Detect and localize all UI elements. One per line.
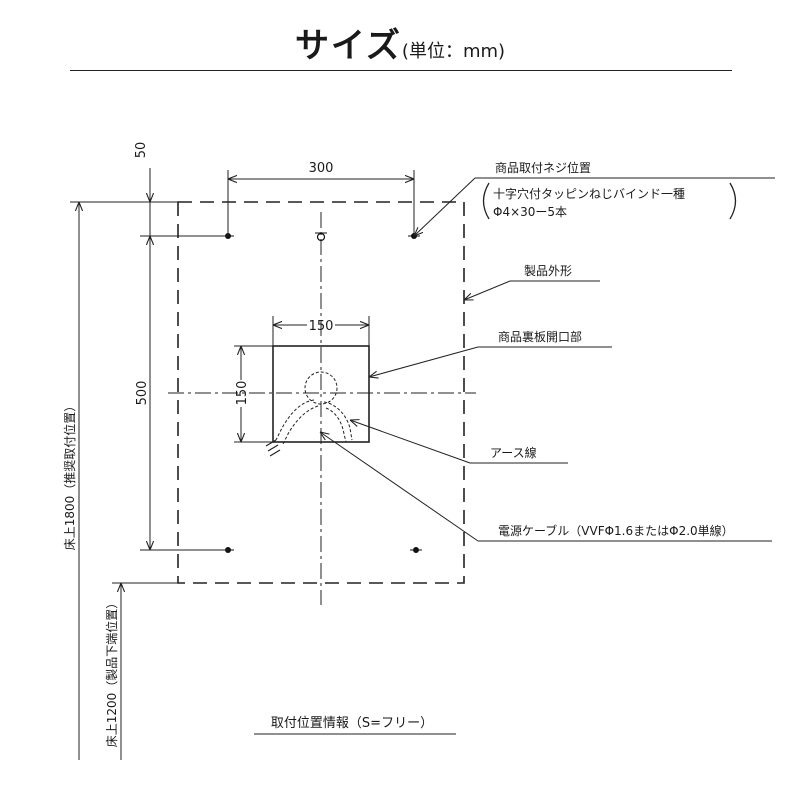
callout-power-cable: 電源ケーブル（VVFΦ1.6またはΦ2.0単線） (498, 523, 734, 538)
screw-hole-top-center (315, 232, 327, 242)
callout-outline-leader (464, 280, 511, 300)
dim-150w-label: 150 (309, 319, 334, 334)
back-opening (272, 345, 370, 443)
paren-right (729, 182, 737, 220)
header: サイズ(単位：mm) (0, 0, 800, 80)
power-cable-drawing (275, 371, 353, 445)
paren-left (482, 182, 490, 220)
dim-50-label: 50 (134, 142, 149, 159)
callout-screw-leader (414, 177, 476, 236)
page-title: サイズ (294, 26, 402, 66)
header-divider (70, 70, 732, 71)
callout-screw-position: 商品取付ネジ位置 (495, 160, 591, 175)
product-outline (177, 201, 465, 584)
cable-end-stub (265, 439, 281, 457)
unit-label: (単位：mm) (401, 41, 506, 62)
callout-screw-spec-line2: Φ4×30ー5本 (493, 205, 567, 219)
dim-500-label: 500 (135, 381, 150, 406)
dim-300-label: 300 (309, 161, 334, 176)
callout-back-opening: 商品裏板開口部 (498, 329, 582, 344)
floor-1200-label: 床上1200（製品下端位置） (104, 597, 119, 748)
title-block: サイズ(単位：mm) (0, 18, 800, 67)
mounting-info-label: 取付位置情報（S=フリー） (271, 716, 433, 731)
callout-cable-leader (320, 432, 479, 542)
callout-earth-wire: アース線 (490, 445, 537, 460)
screw-hole-bottom-right (410, 547, 422, 553)
dim-150h-label: 150 (235, 381, 250, 406)
floor-1800-label: 床上1800（推奨取付位置） (62, 400, 77, 551)
callout-product-outline: 製品外形 (524, 264, 572, 278)
callout-earth-leader (350, 420, 471, 464)
callout-opening-leader (369, 346, 479, 377)
callout-screw-spec-line1: 十字穴付タッピンねじバインド一種 (493, 186, 685, 201)
